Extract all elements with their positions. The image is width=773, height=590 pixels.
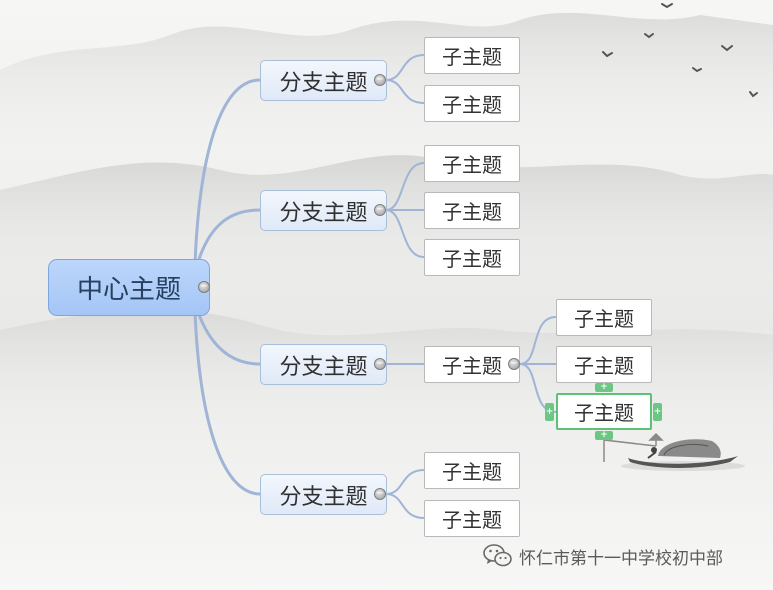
watermark: 怀仁市第十一中学校初中部 [483, 543, 723, 569]
branch-topic-3[interactable]: 分支主题 [260, 344, 387, 385]
subtopic-4-2[interactable]: 子主题 [424, 500, 520, 537]
collapse-button-branch-2[interactable]: − [374, 204, 386, 216]
subtopic-4-1[interactable]: 子主题 [424, 452, 520, 489]
subtopic-1-1[interactable]: 子主题 [424, 37, 520, 74]
collapse-button-branch-3[interactable]: − [374, 358, 386, 370]
subtopic-3-1[interactable]: 子主题 [424, 346, 520, 383]
add-topic-below-handle[interactable]: + [595, 431, 613, 440]
add-topic-above-handle[interactable]: + [595, 383, 613, 392]
collapse-button-center[interactable]: − [198, 281, 210, 293]
sub-subtopic-3-1-1[interactable]: 子主题 [556, 299, 652, 336]
branch-topic-label: 分支主题 [279, 200, 368, 226]
branch-topic-label: 分支主题 [279, 484, 368, 510]
fishing-boat [621, 439, 745, 471]
central-topic-label: 中心主题 [76, 275, 181, 305]
branch-topic-1[interactable]: 分支主题 [260, 60, 387, 101]
watermark-text: 怀仁市第十一中学校初中部 [519, 548, 723, 569]
subtopic-1-2[interactable]: 子主题 [424, 85, 520, 122]
add-topic-right-handle[interactable]: + [653, 403, 662, 421]
subtopic-2-3[interactable]: 子主题 [424, 239, 520, 276]
subtopic-2-1[interactable]: 子主题 [424, 145, 520, 182]
branch-topic-4[interactable]: 分支主题 [260, 474, 387, 515]
subtopic-2-2[interactable]: 子主题 [424, 192, 520, 229]
collapse-button-branch-4[interactable]: − [374, 488, 386, 500]
branch-topic-label: 分支主题 [279, 70, 368, 96]
branch-topic-label: 分支主题 [279, 354, 368, 380]
add-topic-left-handle[interactable]: + [545, 403, 554, 421]
sub-subtopic-3-1-2[interactable]: 子主题 [556, 346, 652, 383]
central-topic[interactable]: 中心主题 [48, 259, 210, 316]
sub-subtopic-3-1-3-selected[interactable]: 子主题 [556, 393, 652, 430]
flying-birds [602, 3, 758, 98]
collapse-button-subtopic-3-1[interactable]: − [508, 358, 520, 370]
drag-indicator [603, 432, 664, 462]
collapse-button-branch-1[interactable]: − [374, 74, 386, 86]
wechat-icon [483, 544, 512, 567]
branch-topic-2[interactable]: 分支主题 [260, 190, 387, 231]
